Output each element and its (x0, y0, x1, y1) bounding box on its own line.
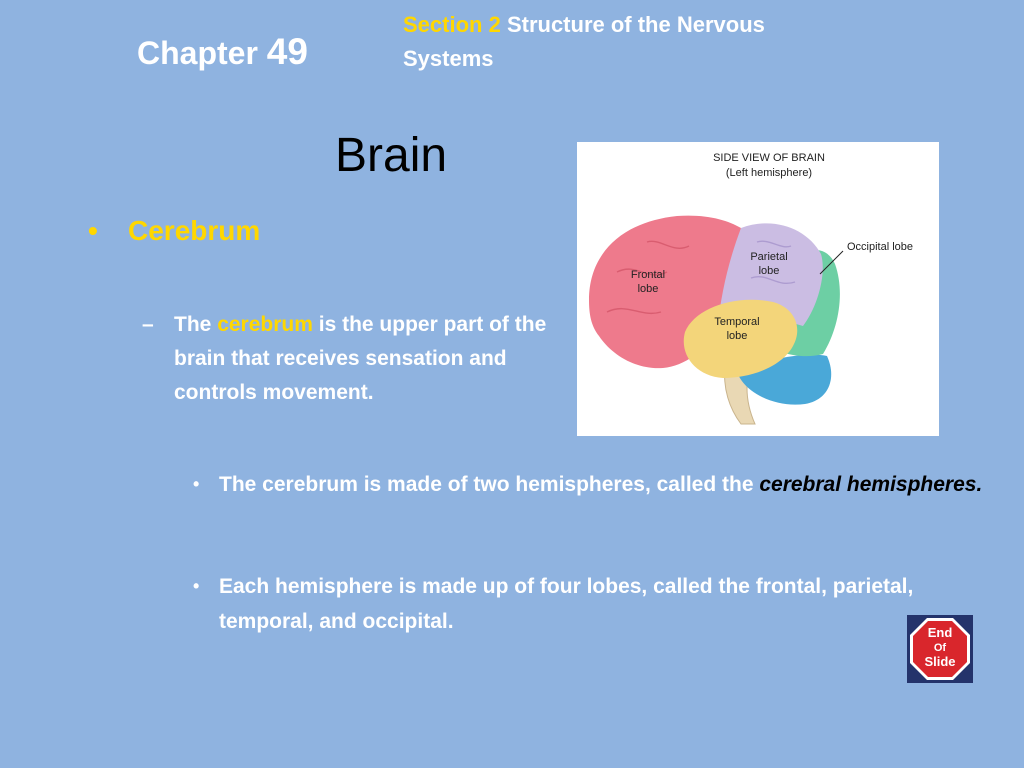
temporal-lobe-region (683, 299, 798, 378)
chapter-number: 49 (266, 31, 308, 72)
end-of-slide-button[interactable]: End Of Slide (907, 615, 973, 683)
end-label-line1: End (928, 625, 953, 640)
sub-text-highlight: cerebrum (217, 313, 313, 336)
hemispheres-text: The cerebrum is made of two hemispheres,… (219, 473, 754, 496)
parietal-gyri (750, 240, 796, 285)
end-label-line3: Slide (924, 654, 955, 669)
sub-text-pre: The (174, 313, 212, 336)
temporal-label-line1: Temporal (714, 316, 759, 328)
bullet-cerebrum: • Cerebrum (88, 213, 260, 249)
parietal-label-line2: lobe (759, 265, 780, 277)
bullet-dot: • (193, 474, 200, 494)
sub-bullet-definition: – The cerebrum is the upper part of the … (142, 308, 582, 410)
parietal-label-line1: Parietal (750, 251, 787, 263)
brain-illustration: SIDE VIEW OF BRAIN (Left hemisphere) Fro… (589, 152, 913, 425)
bullet-hemispheres: • The cerebrum is made of two hemisphere… (193, 467, 983, 502)
bullet-dot: • (88, 215, 98, 246)
figure-title-line1: SIDE VIEW OF BRAIN (713, 152, 825, 164)
stop-sign-icon: End Of Slide (910, 618, 970, 680)
section-heading: Section 2 Structure of the Nervous Syste… (403, 8, 833, 76)
chapter-heading: Chapter 49 (137, 30, 308, 75)
chapter-label: Chapter (137, 35, 258, 71)
slide-title: Brain (335, 129, 448, 182)
bullet-cerebrum-text: Cerebrum (128, 215, 261, 246)
frontal-label-line1: Frontal (631, 269, 665, 281)
hemispheres-term: cerebral hemispheres. (759, 473, 983, 496)
frontal-gyri (606, 240, 690, 314)
lobes-text: Each hemisphere is made up of four lobes… (219, 575, 914, 633)
end-label-line2: Of (934, 642, 947, 654)
figure-title-line2: (Left hemisphere) (726, 167, 812, 179)
section-title: Structure of the Nervous Systems (403, 12, 765, 71)
sub-text-post: is the upper part of the brain that rece… (174, 313, 547, 404)
temporal-label-line2: lobe (727, 330, 748, 342)
occipital-label: Occipital lobe (847, 241, 913, 253)
brain-figure: SIDE VIEW OF BRAIN (Left hemisphere) Fro… (577, 142, 939, 436)
dash-marker: – (142, 313, 154, 336)
frontal-label-line2: lobe (638, 283, 659, 295)
bullet-dot: • (193, 576, 200, 596)
stop-sign-face (913, 621, 967, 677)
bullet-lobes: • Each hemisphere is made up of four lob… (193, 569, 983, 639)
occipital-leader-line (819, 250, 844, 275)
section-label: Section 2 (403, 12, 501, 37)
